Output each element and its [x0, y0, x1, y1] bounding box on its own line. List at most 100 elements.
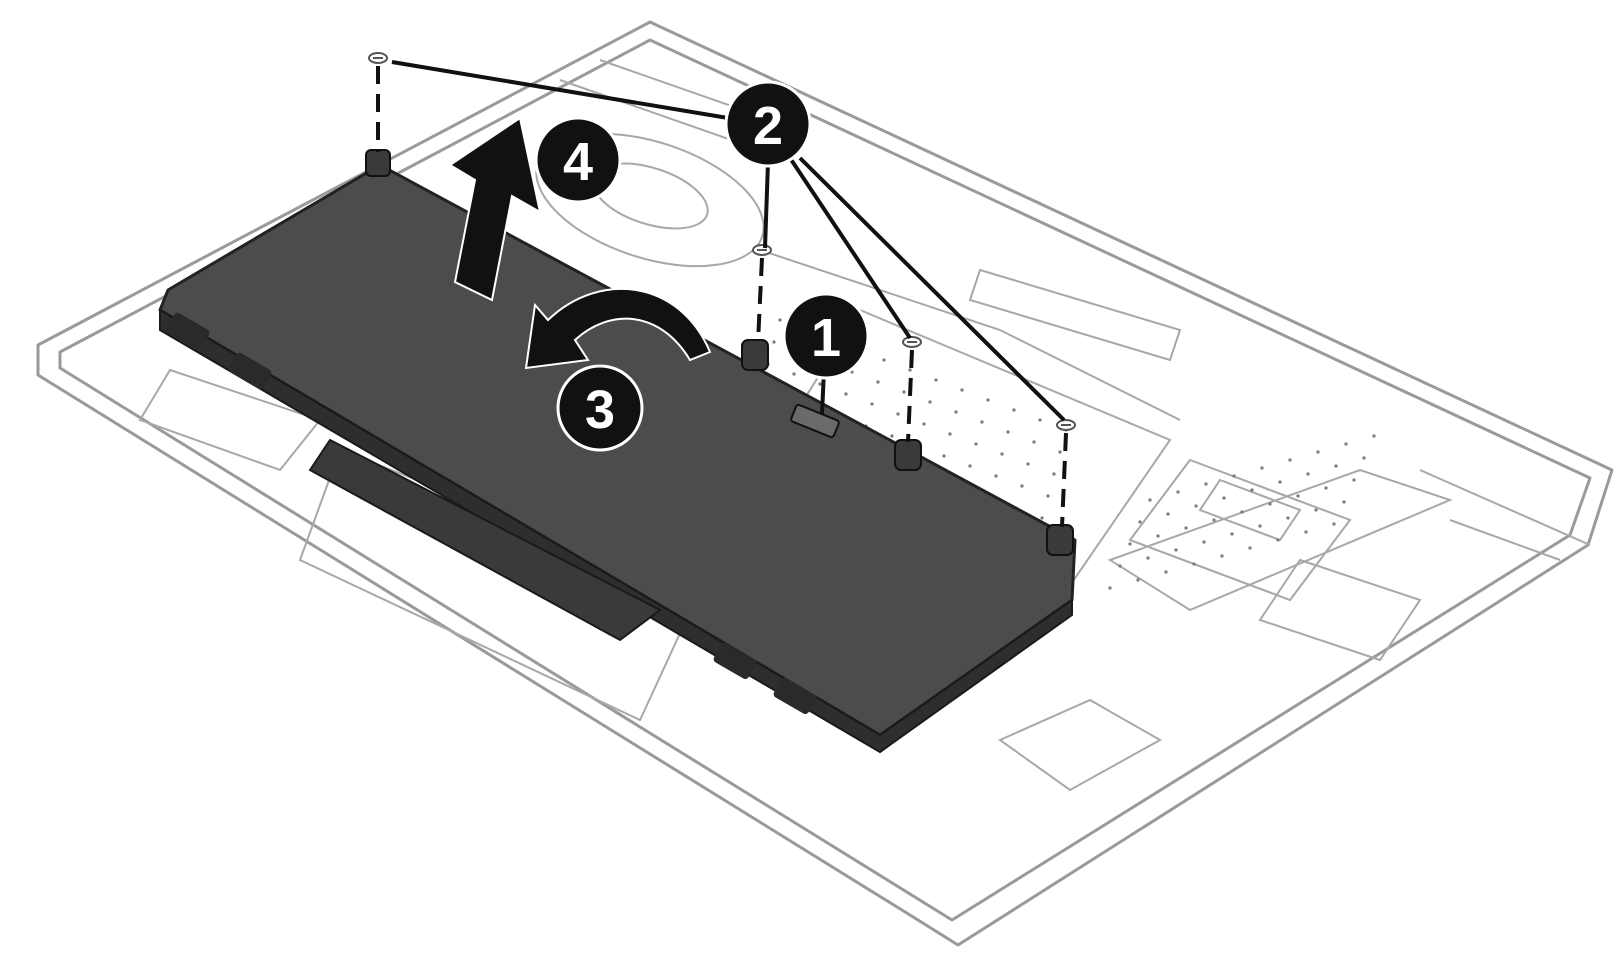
m2-slot [1198, 478, 1302, 542]
perforation-dot [1248, 546, 1252, 550]
battery-side-face [159, 308, 1073, 754]
edge-detail-right [1419, 469, 1591, 561]
perforation-dot [1278, 480, 1282, 484]
perforation-dot [1166, 512, 1170, 516]
lift-arrow-icon [448, 116, 542, 302]
perforation-dot [1040, 516, 1044, 520]
perforation-dot [968, 464, 972, 468]
perforation-dot [1138, 520, 1142, 524]
perforation-dot [772, 340, 776, 344]
perforation-dot [1324, 486, 1328, 490]
perforation-dot [1038, 418, 1042, 422]
wlan-module [1107, 468, 1453, 612]
perforation-dot [1344, 442, 1348, 446]
perforation-dot [1232, 474, 1236, 478]
perforation-dot [1258, 524, 1262, 528]
perforation-dot [1268, 502, 1272, 506]
perforation-dot [870, 402, 874, 406]
perforation-dot [1194, 504, 1198, 508]
perforation-dot [1202, 540, 1206, 544]
perforation-dot [928, 400, 932, 404]
perforation-dot [1006, 430, 1010, 434]
perforation-dot [1230, 532, 1234, 536]
speaker-left [138, 368, 322, 472]
perforation-dot [1052, 472, 1056, 476]
perforation-dot [1212, 518, 1216, 522]
callout-2-label: 2 [753, 96, 783, 156]
perforation-dot [1184, 526, 1188, 530]
perforation-dot [974, 442, 978, 446]
perforation-dot [1276, 538, 1280, 542]
perforation-dot [922, 422, 926, 426]
chassis-inner-edge [58, 38, 1592, 922]
perforation-dot [1296, 494, 1300, 498]
perforation-dot [1316, 450, 1320, 454]
battery-front-cover [308, 438, 662, 642]
perforation-dot [1020, 484, 1024, 488]
callout-1: 1 [782, 292, 870, 380]
perforation-dot [902, 390, 906, 394]
battery-tab-1 [365, 149, 391, 177]
perforation-dot [1304, 530, 1308, 534]
perforation-dot [1314, 508, 1318, 512]
battery-latch-4 [773, 677, 817, 715]
perforation-dot [876, 380, 880, 384]
battery-latch-1 [166, 312, 210, 350]
perforation-dot [1148, 498, 1152, 502]
perforation-dot [1046, 494, 1050, 498]
perforation-dot [1342, 500, 1346, 504]
perforation-dot [954, 410, 958, 414]
perforation-dot [882, 358, 886, 362]
heat-pipe [759, 249, 1181, 421]
perforation-dot [1156, 534, 1160, 538]
callout-4-label: 4 [563, 132, 593, 192]
perforation-dot [1118, 564, 1122, 568]
perforation-dot [844, 392, 848, 396]
perforation-dot [980, 420, 984, 424]
speaker-right [997, 698, 1163, 792]
screw-icon [752, 244, 772, 256]
perforation-dot [778, 318, 782, 322]
perforation-dot [1362, 456, 1366, 460]
battery-latch-2 [228, 352, 272, 390]
screw-icon [1056, 419, 1076, 431]
perforation-dot [1164, 570, 1168, 574]
perforation-dot [1000, 452, 1004, 456]
perforation-dot [1222, 496, 1226, 500]
callout-3-label: 3 [585, 380, 615, 440]
leader-lines [391, 60, 1066, 422]
chassis-lip [37, 374, 959, 946]
battery [158, 149, 1077, 754]
perforation-dot [1260, 466, 1264, 470]
perforation-dot [960, 388, 964, 392]
perforation-dot [994, 474, 998, 478]
perforation-dot [1240, 510, 1244, 514]
screws [368, 52, 1076, 431]
perforation-dot [1250, 488, 1254, 492]
perforation-dot [1012, 408, 1016, 412]
perforation-dot [908, 368, 912, 372]
perforation-dot [1174, 548, 1178, 552]
perforation-dot [896, 412, 900, 416]
ssd-module [1128, 458, 1352, 602]
perforation-dot [792, 372, 796, 376]
battery-tab-3 [894, 439, 922, 471]
perforation-dot [1288, 458, 1292, 462]
perforation-dot [1306, 472, 1310, 476]
connector-strip [968, 268, 1182, 362]
perforation-dot [1192, 562, 1196, 566]
rotate-arrow-icon [524, 287, 712, 370]
screw-icon [902, 336, 922, 348]
perforation-dot [1334, 464, 1338, 468]
callout-1-label: 1 [811, 308, 841, 368]
battery-latch-3 [713, 642, 757, 680]
perforation-dot [1332, 522, 1336, 526]
screw-icon [368, 52, 388, 64]
io-board [1258, 558, 1422, 662]
battery-connector [790, 403, 840, 439]
perforation-dot [1128, 542, 1132, 546]
perforation-dot [890, 434, 894, 438]
perforation-dot [1136, 578, 1140, 582]
perforation-dot [1176, 490, 1180, 494]
